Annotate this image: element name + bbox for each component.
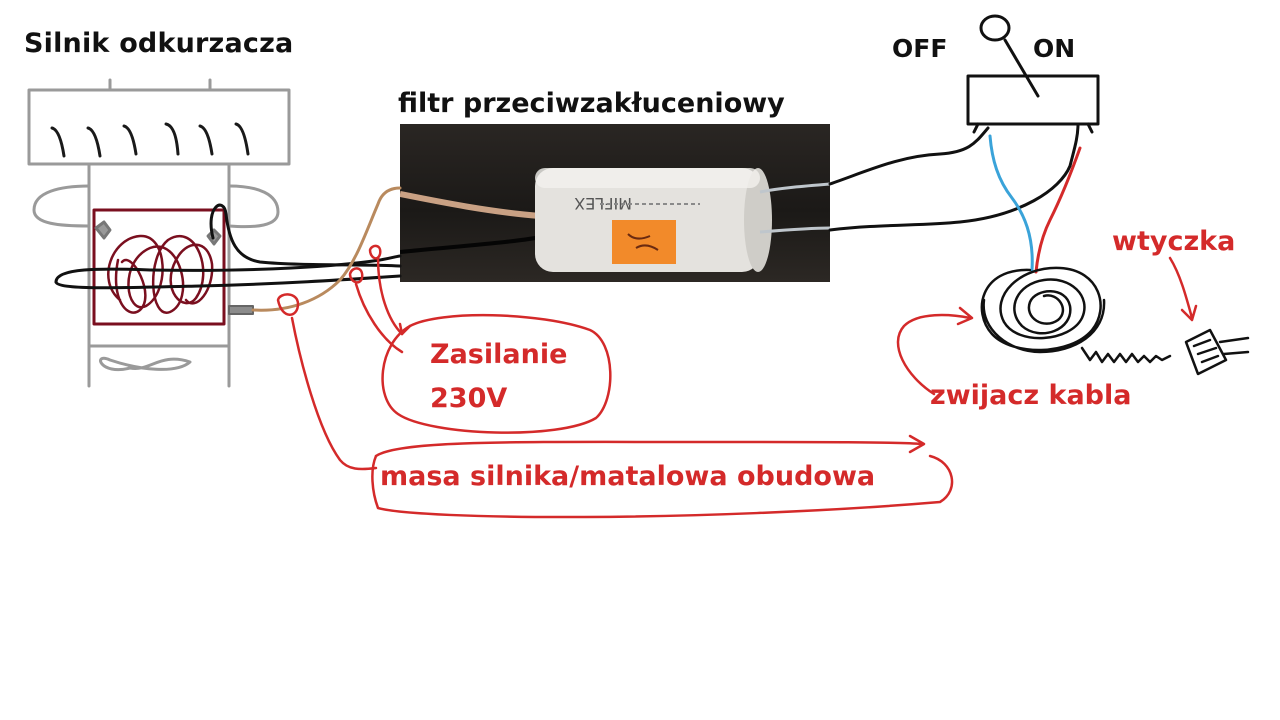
capacitor-end <box>744 168 772 272</box>
switch-on-label: ON <box>1033 34 1076 63</box>
annotations <box>276 244 1198 519</box>
reel-pointer <box>896 306 974 396</box>
supply-label: Zasilanie <box>430 339 568 370</box>
capacitor-sticker <box>612 220 676 264</box>
plug-sketch <box>1184 328 1250 376</box>
filter-title: filtr przeciwzakłuceniowy <box>398 88 785 119</box>
motor-title: Silnik odkurzacza <box>24 28 294 59</box>
plug-label: wtyczka <box>1112 226 1236 257</box>
supply-marker-lower <box>348 267 364 284</box>
capacitor-right-lead-top <box>759 182 830 194</box>
ground-label: masa silnika/matalowa obudowa <box>380 461 876 492</box>
motor-coil <box>107 234 214 314</box>
capacitor-right-lead-bottom <box>759 226 830 234</box>
motor-body <box>87 162 231 348</box>
wire-motor-through <box>54 254 402 284</box>
switch-body <box>966 74 1100 126</box>
motor-left-bracket <box>32 184 91 228</box>
capacitor-photo-drawing: MIFLEX <box>400 168 830 272</box>
ground-leader <box>290 316 378 471</box>
filter-capacitor-photo: MIFLEX <box>400 124 830 282</box>
ground-wire-tan <box>251 186 402 312</box>
left-brush-terminal <box>94 220 112 240</box>
plug-pointer <box>1168 256 1198 322</box>
capacitor-left-lead <box>400 191 541 219</box>
wire-filter-to-switch-left <box>828 126 990 186</box>
plug-body <box>1184 328 1228 376</box>
switch-toggle-knob <box>979 14 1011 42</box>
motor-foot <box>99 356 192 372</box>
ground-marker <box>276 293 300 316</box>
wire-filter-to-switch-right <box>828 122 1080 232</box>
capacitor-left-wire <box>400 234 546 254</box>
cable-reel-label: zwijacz kabla <box>930 380 1132 411</box>
ground-bubble <box>371 454 954 519</box>
fan-blades <box>50 122 250 158</box>
switch-lever <box>1003 38 1040 98</box>
supply-voltage-label: 230V <box>430 383 508 414</box>
black-wires <box>54 122 1080 290</box>
motor-right-bracket <box>227 184 280 229</box>
ground-terminal <box>228 305 254 315</box>
supply-marker-upper <box>368 244 382 260</box>
cord-to-plug <box>1080 346 1172 364</box>
switch-sketch <box>966 14 1100 134</box>
motor-fan-housing <box>27 88 291 166</box>
cable-reel <box>980 266 1106 354</box>
motor-stator <box>92 208 226 326</box>
wire-blue <box>988 134 1034 272</box>
switch-off-label: OFF <box>892 34 948 63</box>
supply-bubble <box>381 313 612 434</box>
motor-sketch <box>27 78 291 388</box>
wire-red <box>1034 146 1082 274</box>
plug-pins <box>1218 336 1250 356</box>
